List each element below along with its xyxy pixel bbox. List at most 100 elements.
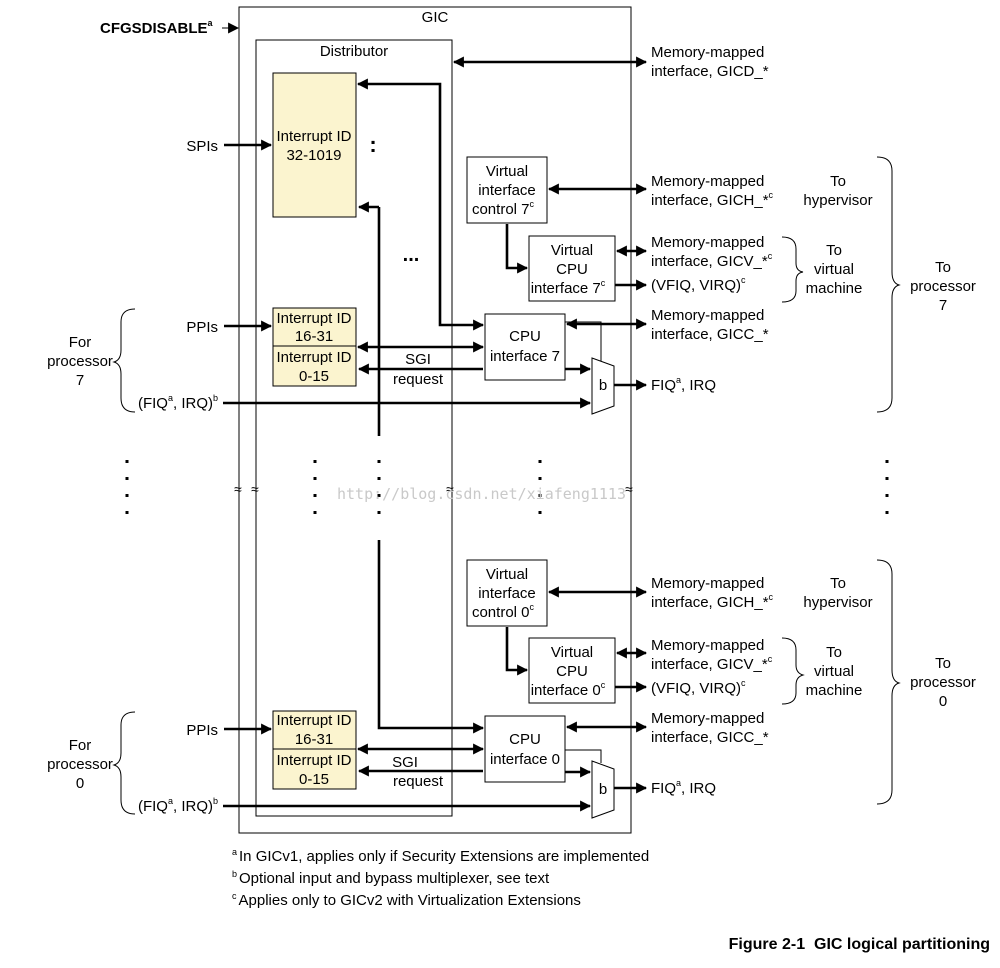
brace-to-vm-7 <box>781 236 804 303</box>
bypass-mux-7 <box>591 357 615 415</box>
svg-text:Memory-mapped: Memory-mapped <box>651 575 764 592</box>
svg-text:control 0c: control 0c <box>472 602 535 621</box>
sgi-request-7b: request <box>393 371 444 388</box>
cpu-interface-7: CPU interface 7 <box>484 313 566 381</box>
svg-text:control 7c: control 7c <box>472 199 535 218</box>
svg-text:To: To <box>935 655 951 672</box>
svg-text:virtual: virtual <box>814 261 854 278</box>
svg-text:interface 0c: interface 0c <box>531 680 606 699</box>
svg-text:16-31: 16-31 <box>295 328 333 345</box>
brace-to-processor-0 <box>876 559 901 805</box>
virtual-cpu-interface-7: Virtual CPU interface 7c <box>528 235 616 302</box>
svg-text:0: 0 <box>939 693 947 710</box>
interrupt-sgi-box-7: Interrupt ID 0-15 <box>272 345 357 387</box>
svg-text:Interrupt ID: Interrupt ID <box>276 712 351 729</box>
brace-to-processor-7 <box>876 156 901 413</box>
interrupt-ppi-box-7: Interrupt ID 16-31 <box>272 307 357 347</box>
svg-text:interface 0: interface 0 <box>490 751 560 768</box>
svg-text:Memory-mapped: Memory-mapped <box>651 637 764 654</box>
svg-text:Virtual: Virtual <box>551 242 593 259</box>
svg-text:interface, GICC_*: interface, GICC_* <box>651 729 769 746</box>
svg-text:0: 0 <box>76 775 84 792</box>
svg-text:machine: machine <box>806 682 863 699</box>
svg-text:7: 7 <box>939 297 947 314</box>
svg-text:CPU: CPU <box>556 663 588 680</box>
svg-text:CPU: CPU <box>556 261 588 278</box>
svg-text:processor: processor <box>910 278 976 295</box>
svg-text:FIQa, IRQ: FIQa, IRQ <box>651 778 716 797</box>
virtual-interface-control-7: Virtual interface control 7c <box>466 156 548 224</box>
svg-text:Memory-mapped: Memory-mapped <box>651 234 764 251</box>
svg-text:Virtual: Virtual <box>486 163 528 180</box>
svg-text:7: 7 <box>76 372 84 389</box>
svg-text:interface: interface <box>478 182 536 199</box>
svg-text:≈: ≈ <box>234 481 242 497</box>
svg-text:hypervisor: hypervisor <box>803 594 872 611</box>
brace-to-vm-0 <box>781 637 805 705</box>
svg-text:interface 7: interface 7 <box>490 348 560 365</box>
gicd-label: Memory-mapped interface, GICD_* <box>651 44 769 80</box>
mux-label-7: b <box>599 377 607 394</box>
processor-7-group: Virtual interface control 7c Virtual CPU… <box>47 78 976 436</box>
svg-text:For: For <box>69 737 92 754</box>
svg-text:processor: processor <box>47 353 113 370</box>
figure-caption: Figure 2-1 GIC logical partitioning <box>729 936 990 953</box>
sgi-request-7: SGI <box>405 351 431 368</box>
svg-text:≈: ≈ <box>251 481 259 497</box>
virtual-interface-control-0: Virtual interface control 0c <box>466 559 548 627</box>
svg-text:interface, GICD_*: interface, GICD_* <box>651 63 769 80</box>
svg-text:Virtual: Virtual <box>551 644 593 661</box>
mux-label-0: b <box>599 781 607 798</box>
svg-text:32-1019: 32-1019 <box>286 147 341 164</box>
svg-text:(VFIQ, VIRQ)c: (VFIQ, VIRQ)c <box>651 678 746 697</box>
svg-text:processor: processor <box>910 674 976 691</box>
svg-text:interface, GICV_*c: interface, GICV_*c <box>651 251 773 270</box>
break-marks: ≈ ≈ ≈ ≈ <box>234 481 633 497</box>
svg-text:≈: ≈ <box>625 481 633 497</box>
svg-text:CPU: CPU <box>509 328 541 345</box>
brace-for-processor-7 <box>112 308 136 413</box>
ppis-label-7: PPIs <box>186 319 218 336</box>
svg-text:Memory-mapped: Memory-mapped <box>651 44 764 61</box>
svg-text:interface, GICV_*c: interface, GICV_*c <box>651 654 773 673</box>
svg-text:Interrupt ID: Interrupt ID <box>276 128 351 145</box>
svg-text:For: For <box>69 334 92 351</box>
interrupt-ppi-box-0: Interrupt ID 16-31 <box>272 710 357 750</box>
cpu-interface-0: CPU interface 0 <box>484 715 566 783</box>
svg-text:hypervisor: hypervisor <box>803 192 872 209</box>
svg-text:Memory-mapped: Memory-mapped <box>651 173 764 190</box>
svg-text:interface 7c: interface 7c <box>531 278 606 297</box>
svg-text:Interrupt ID: Interrupt ID <box>276 752 351 769</box>
svg-text:To: To <box>826 644 842 661</box>
horizontal-ellipsis: ... <box>403 244 420 266</box>
svg-text:(FIQa, IRQ)b: (FIQa, IRQ)b <box>138 393 218 412</box>
interrupt-sgi-box-0: Interrupt ID 0-15 <box>272 748 357 790</box>
svg-text:Memory-mapped: Memory-mapped <box>651 710 764 727</box>
vertical-ellipsis-spi: : <box>369 132 376 157</box>
sgi-request-0: SGI <box>392 754 418 771</box>
svg-text:CPU: CPU <box>509 731 541 748</box>
distributor-label: Distributor <box>320 43 388 60</box>
svg-text:(VFIQ, VIRQ)c: (VFIQ, VIRQ)c <box>651 275 746 294</box>
svg-text:To: To <box>830 173 846 190</box>
svg-text:≈: ≈ <box>446 481 454 497</box>
svg-text:Virtual: Virtual <box>486 566 528 583</box>
watermark: http://blog.csdn.net/xiafeng1113 <box>337 485 626 503</box>
processor-0-group: Virtual interface control 0c Virtual CPU… <box>47 540 976 819</box>
svg-text:interface, GICC_*: interface, GICC_* <box>651 326 769 343</box>
svg-text:Interrupt ID: Interrupt ID <box>276 310 351 327</box>
brace-for-processor-0 <box>112 711 136 815</box>
svg-text:interface: interface <box>478 585 536 602</box>
cfgsdisable-input: CFGSDISABLEa <box>100 18 240 37</box>
svg-text:0-15: 0-15 <box>299 368 329 385</box>
svg-text:Memory-mapped: Memory-mapped <box>651 307 764 324</box>
gic-label: GIC <box>422 9 449 26</box>
svg-text:0-15: 0-15 <box>299 771 329 788</box>
svg-text:interface, GICH_*c: interface, GICH_*c <box>651 592 774 611</box>
svg-text:FIQa, IRQ: FIQa, IRQ <box>651 375 716 394</box>
bypass-mux-0 <box>591 760 615 819</box>
svg-text:CFGSDISABLEa: CFGSDISABLEa <box>100 18 214 37</box>
